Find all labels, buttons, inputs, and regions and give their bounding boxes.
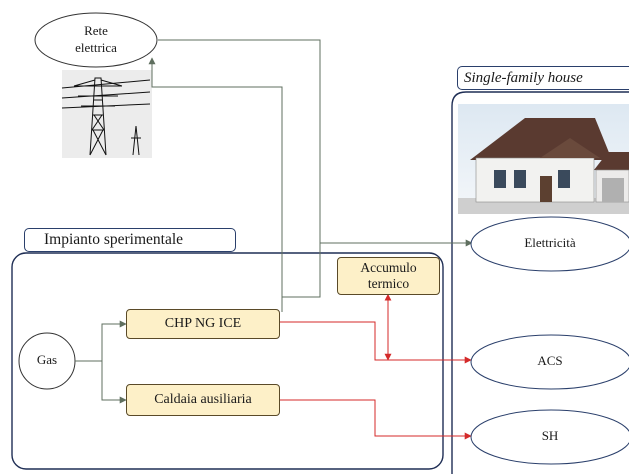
house-title-text: Single-family house [464, 69, 583, 86]
acs-node [470, 334, 629, 390]
boiler-label: Caldaia ausiliaria [154, 392, 252, 407]
house-photo [458, 104, 629, 214]
acs-label: ACS [537, 353, 563, 368]
sh-label: SH [541, 428, 559, 443]
house-title: Single-family house [457, 66, 629, 90]
electric-flow-lines [148, 39, 473, 312]
power-pylon-icon [61, 70, 152, 158]
storage-label: Accumulo termico [360, 260, 417, 291]
electricity-label: Elettricità [524, 235, 576, 250]
boiler-box: Caldaia ausiliaria [126, 384, 280, 416]
gas-flow-lines [75, 320, 127, 404]
sh-node [470, 409, 629, 465]
thermal-flow-lines [280, 293, 472, 440]
plant-title-text: Impianto sperimentale [44, 231, 184, 248]
electricity-node [470, 216, 629, 272]
plant-title: Impianto sperimentale [24, 228, 236, 252]
chp-label: CHP NG ICE [164, 316, 242, 331]
chp-box: CHP NG ICE [126, 309, 280, 339]
storage-box: Accumulo termico [337, 257, 440, 295]
grid-label: Rete elettrica [75, 23, 117, 55]
house-frame [451, 91, 629, 474]
gas-label: Gas [36, 352, 58, 367]
plant-frame [11, 252, 444, 470]
grid-node [34, 12, 158, 68]
